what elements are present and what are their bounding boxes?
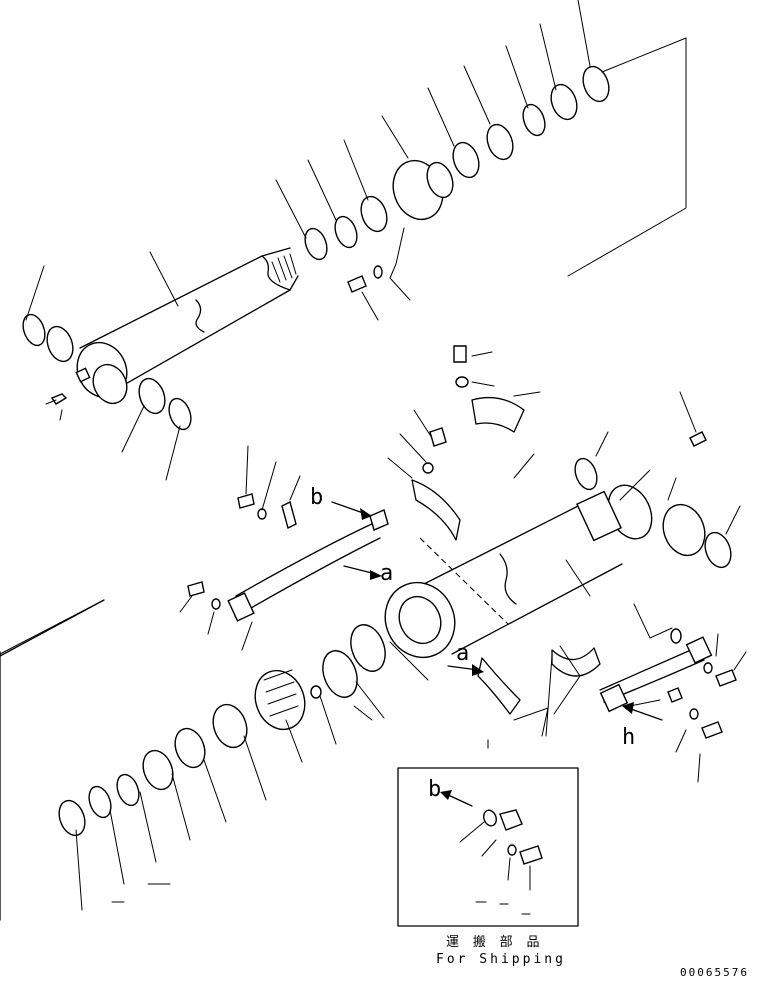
shipping-inset — [397, 767, 579, 927]
flow-arrows — [331, 501, 663, 807]
inset-frame — [397, 767, 579, 927]
rod-bushing-set — [22, 313, 192, 431]
top-leader-lines — [25, 0, 687, 481]
cylinder-tube — [384, 431, 732, 659]
rod-seal-parts — [304, 65, 610, 293]
drawing-number: 00065576 — [680, 966, 749, 979]
pipe-and-clamps — [187, 345, 737, 739]
label-b-inset: b — [428, 777, 441, 802]
label-a: a — [380, 561, 393, 586]
label-a-lower: a — [456, 641, 469, 666]
piston-parts — [58, 624, 386, 837]
piston-rod — [75, 247, 299, 405]
label-b: b — [310, 485, 323, 510]
inset-caption-en: For Shipping — [436, 952, 566, 967]
inset-caption-jp: 運 搬 部 品 — [446, 935, 542, 950]
middle-leader-lines — [0, 351, 747, 921]
label-h: h — [622, 725, 635, 750]
